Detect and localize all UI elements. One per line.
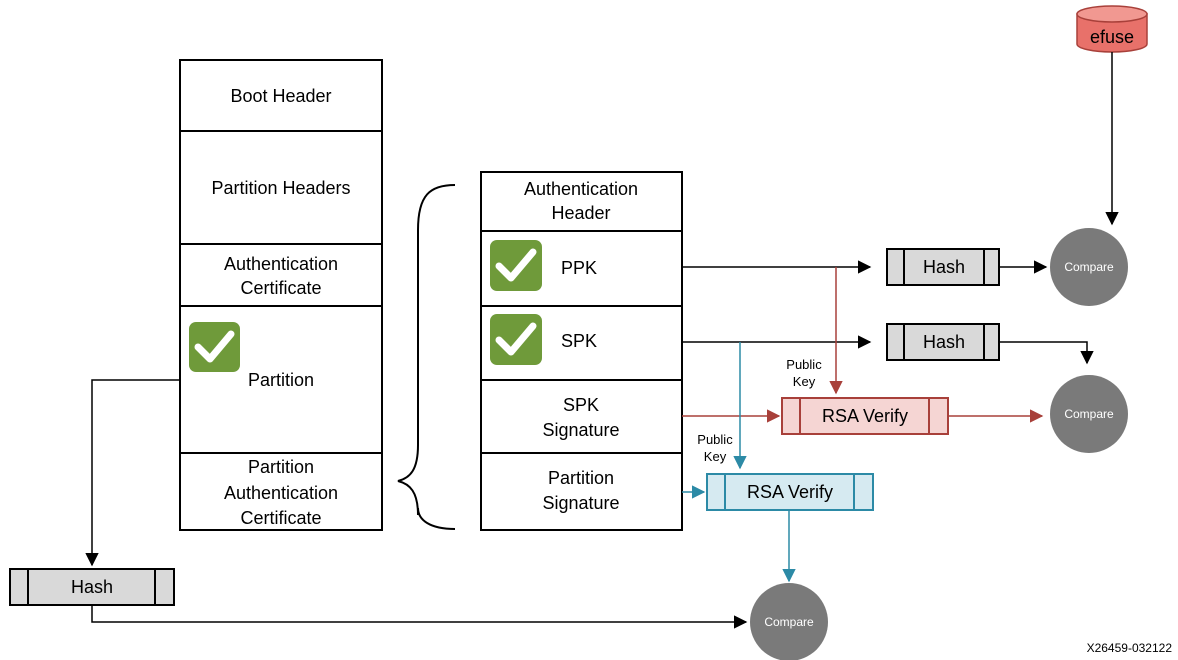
rsa-verify-partition: RSA Verify [706, 473, 874, 511]
efuse-label: efuse [1090, 27, 1134, 47]
public-key-label-line1: Public [786, 357, 822, 372]
hash-label: Hash [923, 332, 965, 352]
partition-label: Partition [248, 370, 314, 390]
figure-id: X26459-032122 [1087, 641, 1173, 655]
hash-box-ppk: Hash [886, 248, 1000, 286]
hash-box-spk: Hash [886, 323, 1000, 361]
hash-box-partition: Hash [9, 568, 175, 606]
spk-check-icon [490, 314, 542, 365]
certificate-stack: Authentication Header PPK SPK SPK Signat… [480, 171, 683, 531]
partition-signature-label-line1: Partition [548, 468, 614, 488]
partition-auth-certificate-label-line1: Partition [248, 457, 314, 477]
auth-header-label-line1: Authentication [524, 179, 638, 199]
auth-header-label-line2: Header [551, 203, 610, 223]
partition-check-icon [189, 322, 240, 372]
public-key-label-line2: Key [704, 449, 727, 464]
compare-node-partition: Compare [750, 583, 828, 660]
connectors [85, 52, 1119, 629]
spk-signature-label-line2: Signature [542, 420, 619, 440]
ppk-check-icon [490, 240, 542, 291]
public-key-label-line2: Key [793, 374, 816, 389]
curly-brace [397, 184, 456, 530]
compare-label: Compare [1064, 260, 1114, 274]
ppk-label: PPK [561, 258, 597, 278]
spk-signature-label-line1: SPK [563, 395, 599, 415]
hash-label: Hash [71, 577, 113, 597]
auth-certificate-label-line2: Certificate [240, 278, 321, 298]
rsa-verify-label: RSA Verify [822, 406, 908, 426]
compare-label: Compare [1064, 407, 1114, 421]
hash-label: Hash [923, 257, 965, 277]
spk-label: SPK [561, 331, 597, 351]
public-key-label-line1: Public [697, 432, 733, 447]
efuse-cylinder: efuse [1076, 5, 1148, 53]
partition-auth-certificate-label-line2: Authentication [224, 483, 338, 503]
compare-node-ppk: Compare [1050, 228, 1128, 306]
rsa-verify-spk: RSA Verify [781, 397, 949, 435]
boot-image-stack: Boot Header Partition Headers Authentica… [179, 59, 383, 531]
partition-auth-certificate-label-line3: Certificate [240, 508, 321, 528]
rsa-verify-label: RSA Verify [747, 482, 833, 502]
compare-node-spk: Compare [1050, 375, 1128, 453]
compare-label: Compare [764, 615, 814, 629]
partition-signature-label-line2: Signature [542, 493, 619, 513]
boot-header-label: Boot Header [230, 86, 331, 106]
auth-certificate-label-line1: Authentication [224, 254, 338, 274]
partition-headers-label: Partition Headers [211, 178, 350, 198]
